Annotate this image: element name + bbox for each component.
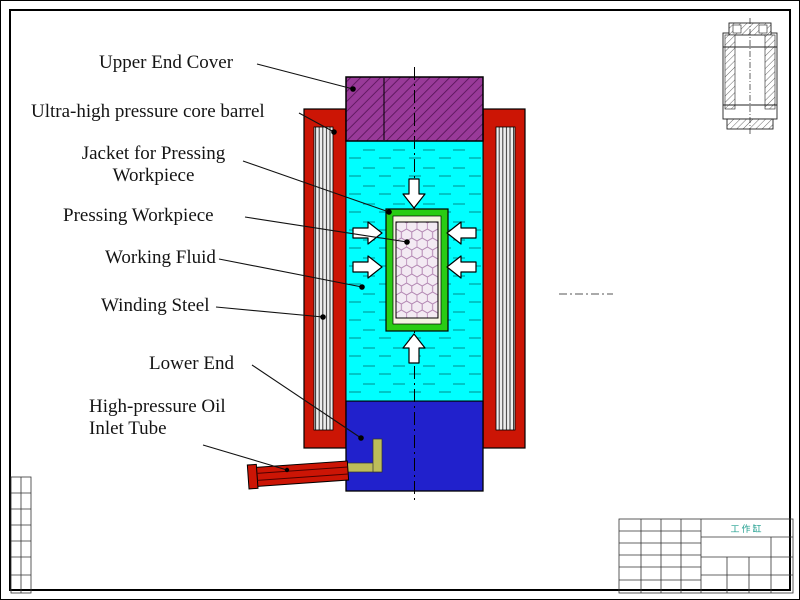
label-oil-inlet-line1: High-pressure Oil <box>89 396 226 417</box>
pressure-arrow-up-icon <box>402 333 426 364</box>
leader-dot <box>386 209 392 215</box>
leader-dot <box>320 314 326 320</box>
revision-strip <box>10 476 32 594</box>
sheet-frame <box>9 9 791 591</box>
leader-upper-end-cover <box>256 63 354 90</box>
leader-winding-steel <box>215 306 324 318</box>
label-working-fluid: Working Fluid <box>105 247 216 268</box>
label-oil-inlet: High-pressure Oil Inlet Tube <box>89 396 226 441</box>
leader-pressing-workpiece <box>244 216 408 243</box>
leader-dot <box>358 435 364 441</box>
winding-steel-right <box>495 126 516 431</box>
leader-dot <box>359 284 365 290</box>
leader-dot <box>284 467 290 473</box>
detail-part-drawing <box>722 18 778 134</box>
leader-dot <box>404 239 410 245</box>
pressure-arrow-left-icon <box>446 221 477 245</box>
label-lower-end: Lower End <box>149 353 234 374</box>
pressure-arrow-right-icon <box>352 221 383 245</box>
label-pressing-workpiece: Pressing Workpiece <box>63 205 214 226</box>
titleblock-part-name: 工作缸 <box>730 524 764 534</box>
label-core-barrel: Ultra-high pressure core barrel <box>31 101 265 122</box>
label-jacket-line2: Workpiece <box>112 165 195 187</box>
leader-working-fluid <box>218 258 363 288</box>
pressure-arrow-right-icon <box>352 255 383 279</box>
title-block <box>618 518 794 594</box>
winding-steel-left <box>313 126 334 431</box>
pressing-workpiece-block <box>395 221 439 319</box>
leader-oil-inlet <box>202 444 288 471</box>
leader-dot <box>331 129 337 135</box>
leader-jacket <box>242 160 390 213</box>
oil-channel-vertical <box>372 438 383 473</box>
pressure-arrow-down-icon <box>402 178 426 209</box>
leader-dot <box>350 86 356 92</box>
label-jacket-line1: Jacket for Pressing <box>81 143 226 164</box>
pressure-arrow-left-icon <box>446 255 477 279</box>
label-jacket: Jacket for Pressing Workpiece <box>61 143 246 188</box>
label-upper-end-cover: Upper End Cover <box>99 52 234 73</box>
label-oil-inlet-line2: Inlet Tube <box>89 418 167 440</box>
leader-core-barrel <box>298 112 335 133</box>
label-winding-steel: Winding Steel <box>101 295 210 316</box>
leader-lower-end <box>251 364 362 439</box>
